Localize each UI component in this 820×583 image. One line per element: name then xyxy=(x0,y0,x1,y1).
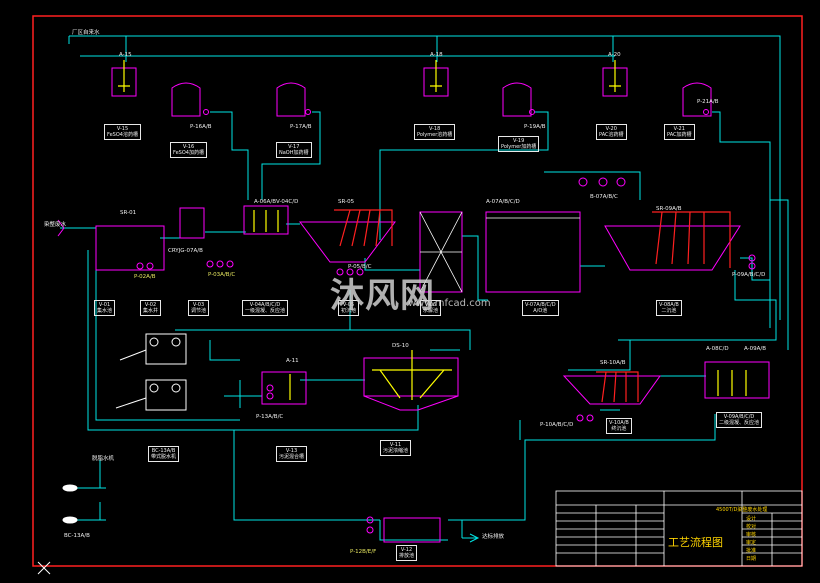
equip-cr: CRYJG-07A/B xyxy=(168,248,203,254)
reactor-internals xyxy=(419,211,580,293)
title-row-3: 审定 xyxy=(746,540,757,546)
watermark-url: www.mfcad.com xyxy=(408,298,491,309)
equip-p03: P-03A/B/C xyxy=(208,272,236,278)
outlet-arrow-icon xyxy=(469,533,480,543)
equip-a11: A-11 xyxy=(286,358,299,364)
pumps xyxy=(136,109,756,534)
equip-p16: P-16A/B xyxy=(190,124,212,130)
equip-p02: P-02A/B xyxy=(134,274,156,280)
equip-p21: P-21A/B xyxy=(697,99,719,105)
equip-a07: A-07A/B/C/D xyxy=(486,199,520,205)
equip-bc13: BC-13A/B xyxy=(64,533,90,539)
equip-ds10: DS-10 xyxy=(392,343,409,349)
origin-cross-icon xyxy=(37,561,51,575)
equip-b07: B-07A/B/C xyxy=(590,194,618,200)
inlet-arrow-icon xyxy=(57,219,65,237)
title-row-4: 批准 xyxy=(746,548,757,554)
equip-sr09: SR-09A/B xyxy=(656,206,682,212)
title-row-2: 审核 xyxy=(746,532,757,538)
dosing-tanks xyxy=(111,67,712,117)
equip-p09: P-09A/B/C/D xyxy=(732,272,766,278)
sludge-scrapers xyxy=(334,209,731,403)
equip-p19: P-19A/B xyxy=(524,124,546,130)
equip-sr01: SR-01 xyxy=(120,210,137,216)
project-name: 4500T/D染整废水处理 xyxy=(716,507,768,513)
title-row-5: 日期 xyxy=(746,556,757,562)
drawing-border xyxy=(32,15,803,567)
equip-sr10: SR-10A/B xyxy=(600,360,626,366)
equip-a09: A-09A/B xyxy=(744,346,767,352)
clarifier-mechanisms xyxy=(253,210,747,400)
equip-a15: A-15 xyxy=(119,52,132,58)
title-row-1: 校对 xyxy=(746,524,757,530)
process-basins xyxy=(95,205,770,543)
watermark-logo: 沐风网 xyxy=(330,276,435,316)
equip-a06: A-06A/B xyxy=(254,199,277,205)
wastewater-inlet-label: 染整废水 xyxy=(44,222,67,228)
discharge-label: 达标排放 xyxy=(482,534,505,540)
equip-p17: P-17A/B xyxy=(290,124,312,130)
equip-a08: A-08C/D xyxy=(706,346,729,352)
equip-v04: V-04C/D xyxy=(276,199,299,205)
equip-sr05: SR-05 xyxy=(338,199,355,205)
equip-p13: P-13A/B/C xyxy=(256,414,284,420)
equip-a20: A-20 xyxy=(608,52,621,58)
mixers xyxy=(118,60,621,92)
factory-water-label: 厂区自来水 xyxy=(72,30,100,36)
equip-p12: P-12B/E/F xyxy=(350,549,377,555)
dewatering-machine-label: 脱脂水机 xyxy=(92,456,115,462)
equip-p10: P-10A/B/C/D xyxy=(540,422,574,428)
pipelines xyxy=(60,35,789,541)
drawing-title: 工艺流程图 xyxy=(668,536,723,549)
title-row-0: 设计 xyxy=(746,516,757,522)
equip-p05: P-05/B/C xyxy=(348,264,372,270)
equip-a18: A-18 xyxy=(430,52,443,58)
title-block xyxy=(555,490,803,567)
belt-press xyxy=(115,333,187,411)
dewatering-units xyxy=(62,484,78,524)
